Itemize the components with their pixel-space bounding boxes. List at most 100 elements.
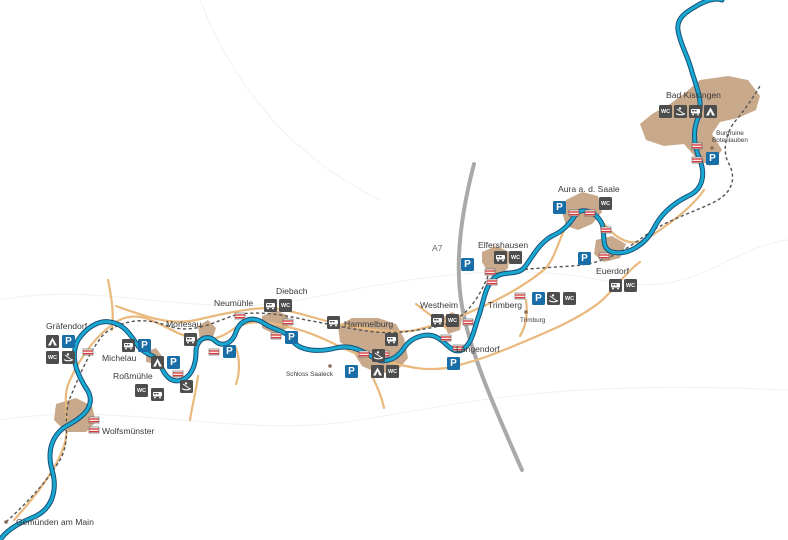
launch-point <box>600 226 612 234</box>
launch-point <box>452 344 464 352</box>
train-icon <box>184 333 197 346</box>
camping-icon <box>46 335 59 348</box>
label-michelau: Michelau <box>102 353 137 363</box>
train-icon <box>385 333 398 346</box>
place-dots <box>4 146 714 524</box>
parking-icon: P <box>138 339 151 352</box>
train-icon <box>327 316 340 329</box>
launch-point <box>691 142 703 150</box>
launch-point <box>462 318 474 326</box>
camping-icon <box>371 365 384 378</box>
motorway-a7 <box>456 162 524 472</box>
train-icon <box>151 388 164 401</box>
launch-point <box>234 312 246 320</box>
wc-icon: WC <box>46 351 59 364</box>
train-icon <box>264 299 277 312</box>
label-schloss-saaleck: Schloss Saaleck <box>286 371 333 378</box>
label-morlesau: Morlesau <box>166 319 202 329</box>
parking-icon: P <box>223 345 236 358</box>
parking-icon: P <box>461 258 474 271</box>
parking-icon: P <box>553 201 566 214</box>
wc-icon: WC <box>624 279 637 292</box>
town-area-morlesau <box>198 320 216 340</box>
launch-point <box>691 156 703 164</box>
launch-points <box>82 142 703 434</box>
launch-point <box>208 348 220 356</box>
wc-icon: WC <box>386 365 399 378</box>
wc-icon: WC <box>659 105 672 118</box>
label-diebach: Diebach <box>276 286 308 296</box>
train-icon <box>689 105 702 118</box>
wc-icon: WC <box>509 251 522 264</box>
parking-icon: P <box>447 357 460 370</box>
label-trimburg: Trimburg <box>520 317 546 324</box>
launch-point <box>440 334 452 342</box>
canoe-icon <box>180 380 193 393</box>
launch-point <box>484 268 496 276</box>
launch-point <box>88 416 100 424</box>
river-saale <box>0 0 725 540</box>
launch-point <box>584 209 596 217</box>
launch-point <box>270 332 282 340</box>
label-aura: Aura a. d. Saale <box>558 184 620 194</box>
parking-icon: P <box>167 356 180 369</box>
train-icon <box>609 279 622 292</box>
launch-point <box>358 350 370 358</box>
launch-point <box>82 348 94 356</box>
wc-icon: WC <box>135 384 148 397</box>
canoe-icon <box>674 105 687 118</box>
label-trimberg: Trimberg <box>488 300 523 310</box>
town-area-wolfsmuenster <box>54 398 96 432</box>
label-graefendorf: Gräfendorf <box>46 321 88 331</box>
train-icon <box>122 339 135 352</box>
label-neumuehle: Neumühle <box>214 298 254 308</box>
dot-trimburg <box>524 310 528 314</box>
parking-icon: P <box>532 292 545 305</box>
camping-icon <box>151 356 164 369</box>
label-elfershausen: Elfershausen <box>478 240 529 250</box>
label-burgruine-botenlauben: Burgruine Botenlauben <box>712 130 748 145</box>
dot-schloss-saaleck <box>328 364 332 368</box>
label-bad-kissingen: Bad Kissingen <box>666 90 721 100</box>
label-westheim: Westheim <box>420 300 459 310</box>
canoe-icon <box>62 351 75 364</box>
launch-point <box>282 318 294 326</box>
dot-burgruine <box>710 146 714 150</box>
wc-icon: WC <box>563 292 576 305</box>
town-area-bad-kissingen <box>640 76 760 166</box>
wc-icon: WC <box>279 299 292 312</box>
train-icon <box>431 314 444 327</box>
trail-north <box>114 188 706 333</box>
parking-icon: P <box>578 252 591 265</box>
launch-point <box>568 209 580 217</box>
label-rossmuehle: Roßmühle <box>113 371 153 381</box>
wc-icon: WC <box>446 314 459 327</box>
launch-point <box>514 292 526 300</box>
label-a7: A7 <box>432 243 443 253</box>
label-gemuenden: Gemünden am Main <box>16 517 94 527</box>
wc-icon: WC <box>599 197 612 210</box>
background-contours <box>0 0 788 427</box>
canoe-icon <box>547 292 560 305</box>
parking-icon: P <box>706 152 719 165</box>
canoe-icon <box>372 349 385 362</box>
label-wolfsmuenster: Wolfsmünster <box>102 426 155 436</box>
launch-point <box>88 426 100 434</box>
town-areas <box>54 76 760 432</box>
launch-point <box>486 278 498 286</box>
railway-line <box>5 85 761 523</box>
parking-icon: P <box>285 331 298 344</box>
launch-point <box>598 252 610 260</box>
label-euerdorf: Euerdorf <box>596 266 629 276</box>
trail-south <box>12 260 642 522</box>
label-langendorf: Langendorf <box>456 344 500 354</box>
label-hammelburg: Hammelburg <box>344 319 394 329</box>
launch-point <box>172 370 184 378</box>
train-icon <box>494 251 507 264</box>
camping-icon <box>704 105 717 118</box>
parking-icon: P <box>62 335 75 348</box>
dot-gemuenden <box>4 520 8 524</box>
trails <box>12 188 706 522</box>
parking-icon: P <box>345 365 358 378</box>
